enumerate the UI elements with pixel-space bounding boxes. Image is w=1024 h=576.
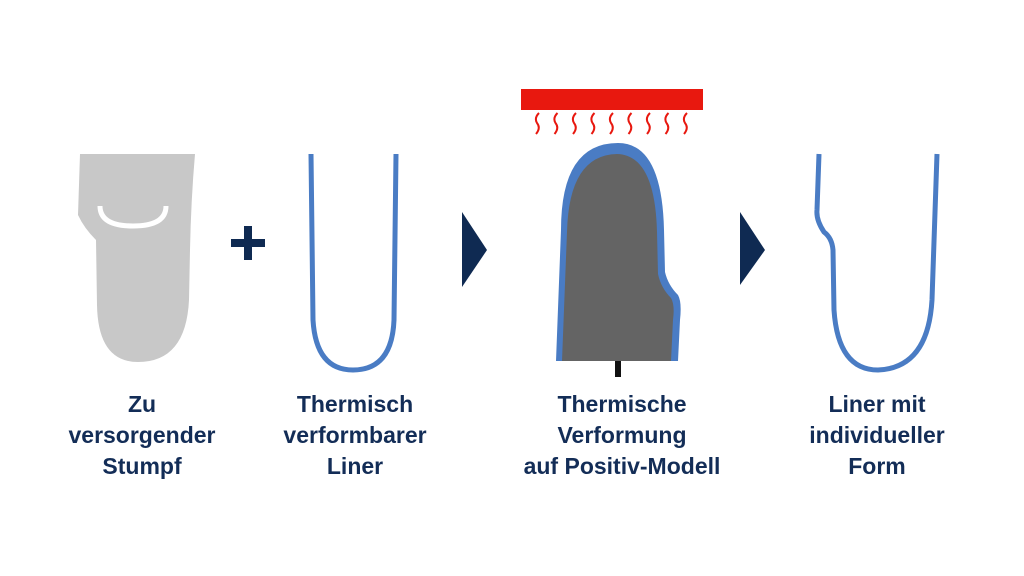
label-line: Thermische — [557, 391, 687, 417]
label-line: Liner — [326, 453, 384, 479]
label-line: Liner mit — [828, 391, 926, 417]
arrow-right-icon — [462, 212, 487, 287]
step-label-liner: Thermisch verformbarer Liner — [235, 389, 475, 482]
heat-wave — [534, 112, 540, 135]
heat-wave — [608, 112, 614, 135]
label-line: Stumpf — [102, 453, 182, 479]
heat-wave — [590, 112, 596, 135]
label-line: versorgender — [68, 422, 216, 448]
heater-bar — [521, 89, 703, 110]
stump-knee-mark — [97, 205, 169, 229]
label-line: auf Positiv-Modell — [523, 453, 721, 479]
liner-formed — [814, 153, 940, 373]
liner-straight — [308, 153, 399, 373]
step-label-result: Liner mit individueller Form — [757, 389, 997, 482]
label-line: individueller — [809, 422, 945, 448]
heat-wave — [645, 112, 651, 135]
step-label-stump: Zu versorgender Stumpf — [22, 389, 262, 482]
label-line: Zu — [127, 391, 157, 417]
heat-wave — [627, 112, 633, 135]
heat-wave — [571, 112, 577, 135]
step-label-forming: Thermische Verformung auf Positiv-Modell — [502, 389, 742, 482]
plus-icon — [231, 226, 265, 260]
arrow-right-icon — [740, 212, 765, 285]
heat-waves-icon — [534, 112, 688, 135]
label-line: Thermisch — [296, 391, 414, 417]
label-line: Form — [848, 453, 906, 479]
positive-model — [556, 143, 681, 377]
heat-wave — [682, 112, 688, 135]
label-line: verformbarer — [283, 422, 427, 448]
label-line: Verformung — [557, 422, 687, 448]
heat-wave — [664, 112, 670, 135]
model-stem — [615, 361, 621, 377]
stump-illustration — [78, 154, 195, 362]
heat-wave — [553, 112, 559, 135]
